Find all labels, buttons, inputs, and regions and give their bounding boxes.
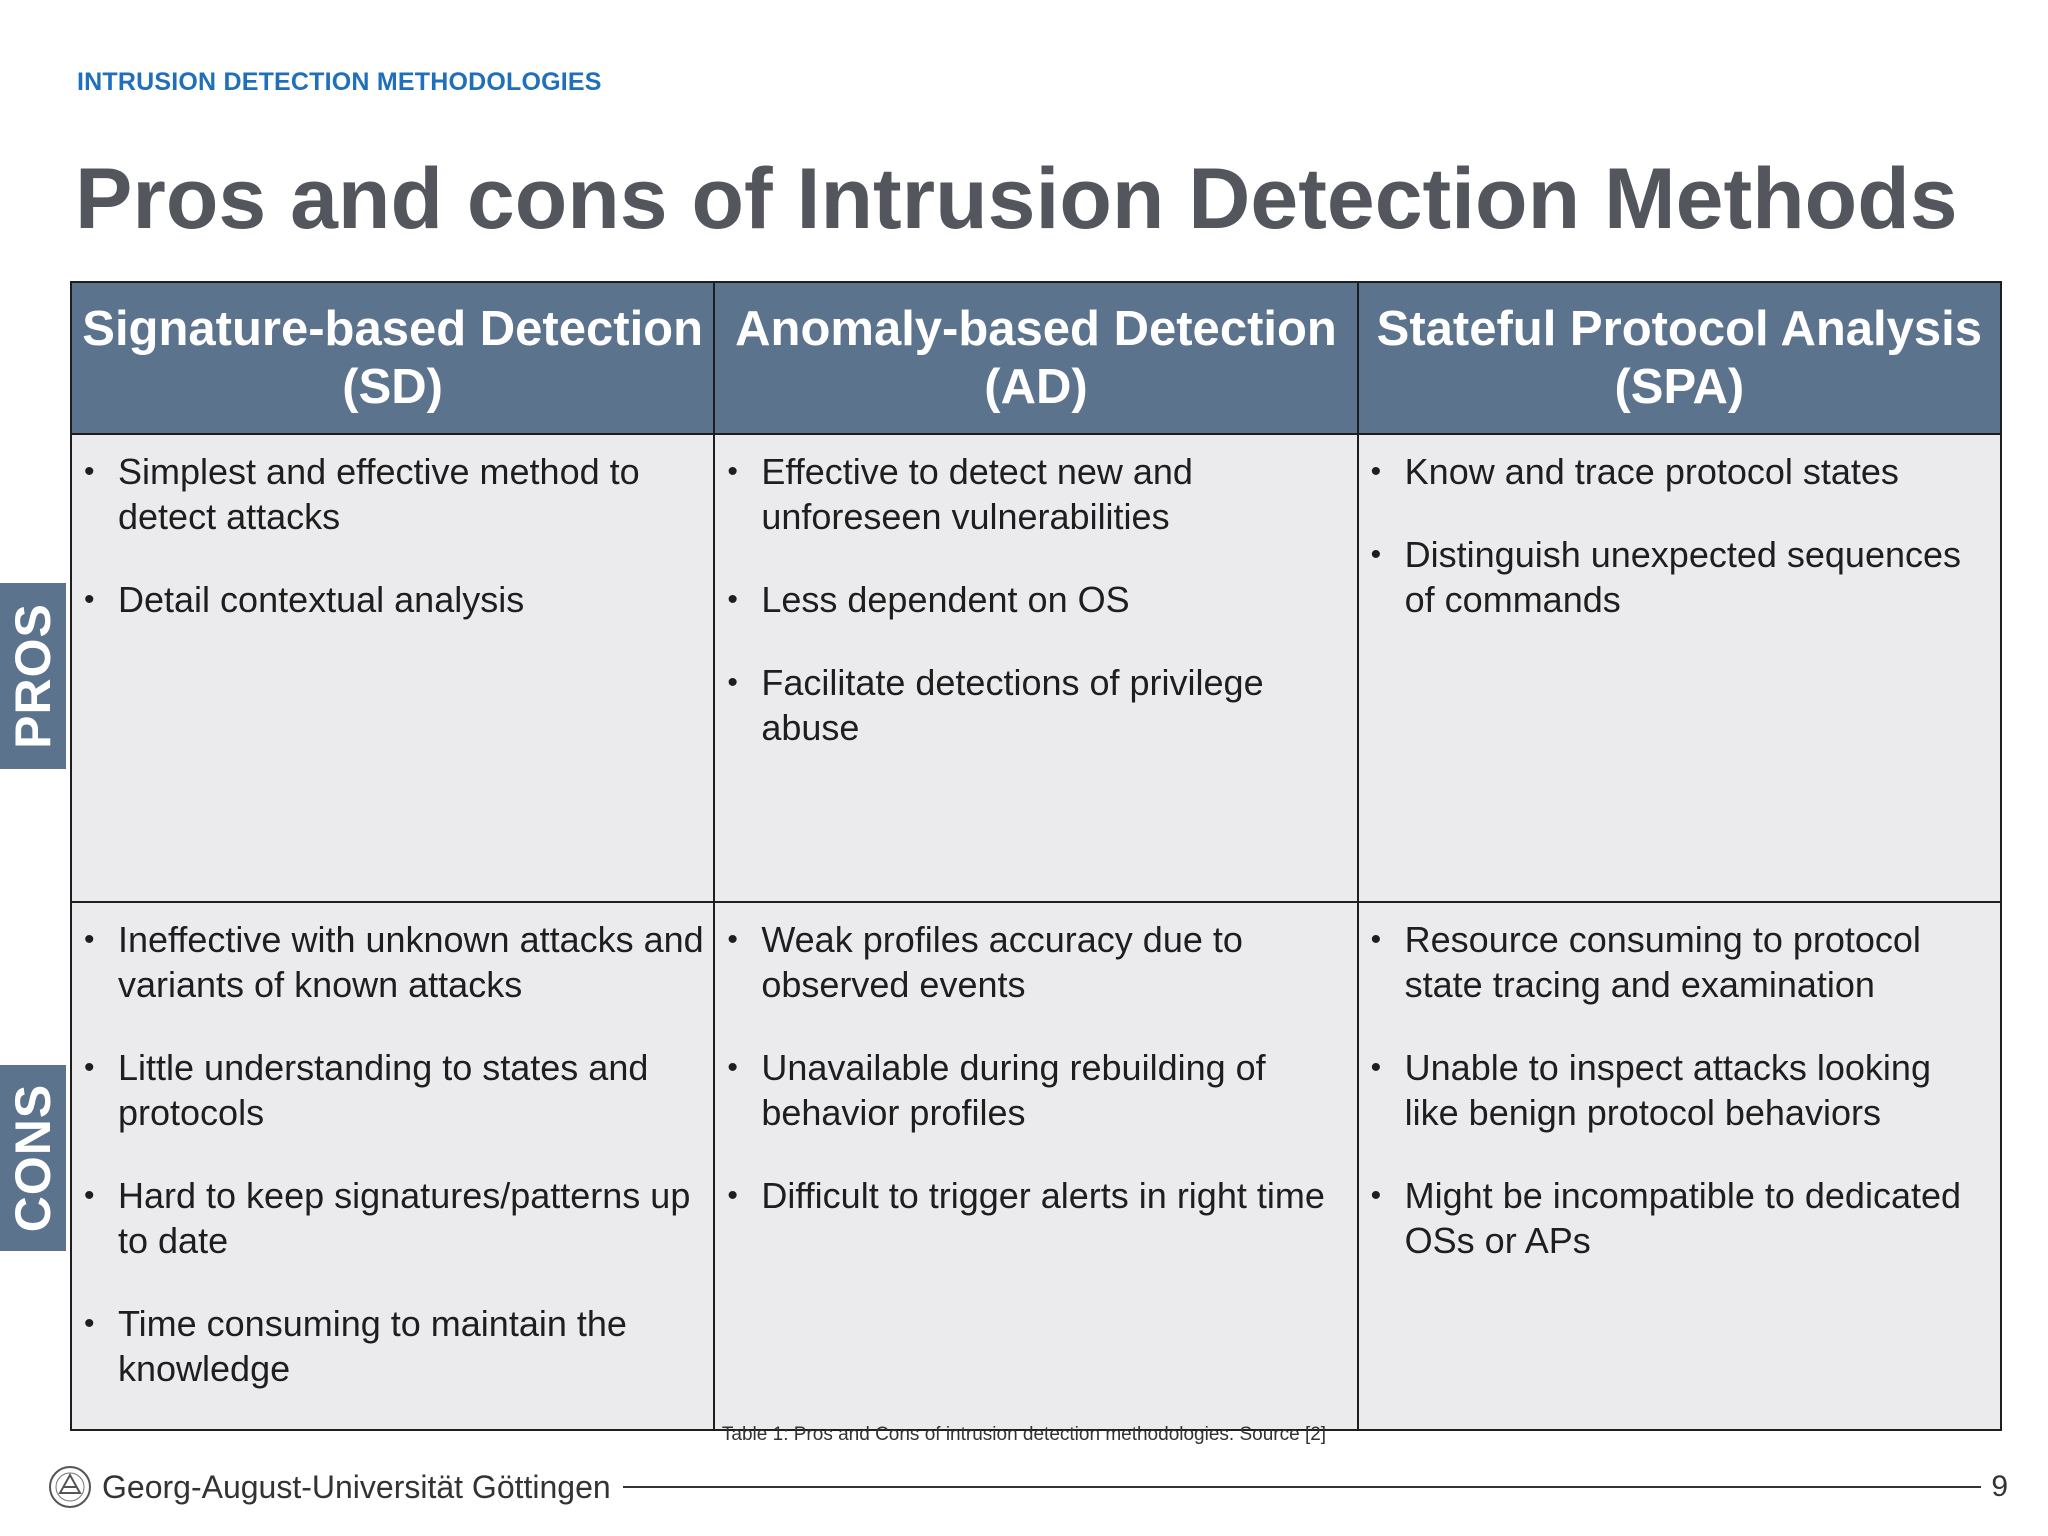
bullet-list: Effective to detect new and unforeseen v… [723, 449, 1348, 750]
row-label-pros: PROS [0, 583, 66, 769]
list-item: Simplest and effective method to detect … [80, 449, 705, 539]
table-caption: Table 1: Pros and Cons of intrusion dete… [721, 1424, 1327, 1445]
cell-pros-ad: Effective to detect new and unforeseen v… [713, 433, 1359, 903]
bullet-list: Resource consuming to protocol state tra… [1367, 917, 1992, 1263]
list-item: Hard to keep signatures/patterns up to d… [80, 1173, 705, 1263]
section-kicker: INTRUSION DETECTION METHODOLOGIES [77, 68, 602, 96]
column-header-spa: Stateful Protocol Analysis (SPA) [1356, 281, 2003, 435]
list-item: Detail contextual analysis [80, 577, 705, 622]
list-item: Know and trace protocol states [1367, 449, 1992, 494]
cell-cons-sd: Ineffective with unknown attacks and var… [69, 901, 716, 1431]
bullet-list: Weak profiles accuracy due to observed e… [723, 917, 1348, 1218]
column-header-line: (SPA) [1614, 360, 1745, 414]
list-item: Little understanding to states and proto… [80, 1045, 705, 1135]
list-item: Distinguish unexpected sequences of comm… [1367, 532, 1992, 622]
list-item: Resource consuming to protocol state tra… [1367, 917, 1992, 1007]
table-row-pros: Simplest and effective method to detect … [69, 433, 2003, 903]
column-header-line: Anomaly-based Detection [735, 302, 1337, 356]
cell-pros-sd: Simplest and effective method to detect … [69, 433, 716, 903]
list-item: Less dependent on OS [723, 577, 1348, 622]
list-item: Ineffective with unknown attacks and var… [80, 917, 705, 1007]
column-header-line: (AD) [984, 360, 1088, 414]
column-header-line: Signature-based Detection [82, 302, 704, 356]
university-seal-icon [49, 1466, 91, 1508]
list-item: Time consuming to maintain the knowledge [80, 1301, 705, 1391]
column-header-sd: Signature-based Detection (SD) [69, 281, 716, 435]
footer-rule [622, 1486, 1982, 1488]
table-row-cons: Ineffective with unknown attacks and var… [69, 901, 2003, 1431]
page-number: 9 [1991, 1470, 2008, 1503]
row-label-cons-text: CONS [5, 1083, 61, 1233]
cell-cons-spa: Resource consuming to protocol state tra… [1356, 901, 2003, 1431]
bullet-list: Simplest and effective method to detect … [80, 449, 705, 622]
column-header-line: Stateful Protocol Analysis [1376, 302, 1983, 356]
footer: Georg-August-Universität Göttingen 9 [46, 1462, 2008, 1512]
row-label-pros-text: PROS [5, 603, 62, 749]
bullet-list: Know and trace protocol states Distingui… [1367, 449, 1992, 622]
list-item: Unable to inspect attacks looking like b… [1367, 1045, 1992, 1135]
list-item: Unavailable during rebuilding of behavio… [723, 1045, 1348, 1135]
list-item: Might be incompatible to dedicated OSs o… [1367, 1173, 1992, 1263]
row-label-cons: CONS [0, 1065, 66, 1251]
cell-cons-ad: Weak profiles accuracy due to observed e… [713, 901, 1359, 1431]
column-header-line: (SD) [342, 360, 444, 414]
column-header-ad: Anomaly-based Detection (AD) [713, 281, 1359, 435]
list-item: Effective to detect new and unforeseen v… [723, 449, 1348, 539]
list-item: Weak profiles accuracy due to observed e… [723, 917, 1348, 1007]
cell-pros-spa: Know and trace protocol states Distingui… [1356, 433, 2003, 903]
bullet-list: Ineffective with unknown attacks and var… [80, 917, 705, 1391]
university-name: Georg-August-Universität Göttingen [102, 1468, 611, 1505]
list-item: Facilitate detections of privilege abuse [723, 660, 1348, 750]
comparison-table: Signature-based Detection (SD) Anomaly-b… [69, 281, 2003, 1431]
table-header-row: Signature-based Detection (SD) Anomaly-b… [69, 281, 2003, 435]
page-title: Pros and cons of Intrusion Detection Met… [75, 151, 1958, 247]
list-item: Difficult to trigger alerts in right tim… [723, 1173, 1348, 1218]
